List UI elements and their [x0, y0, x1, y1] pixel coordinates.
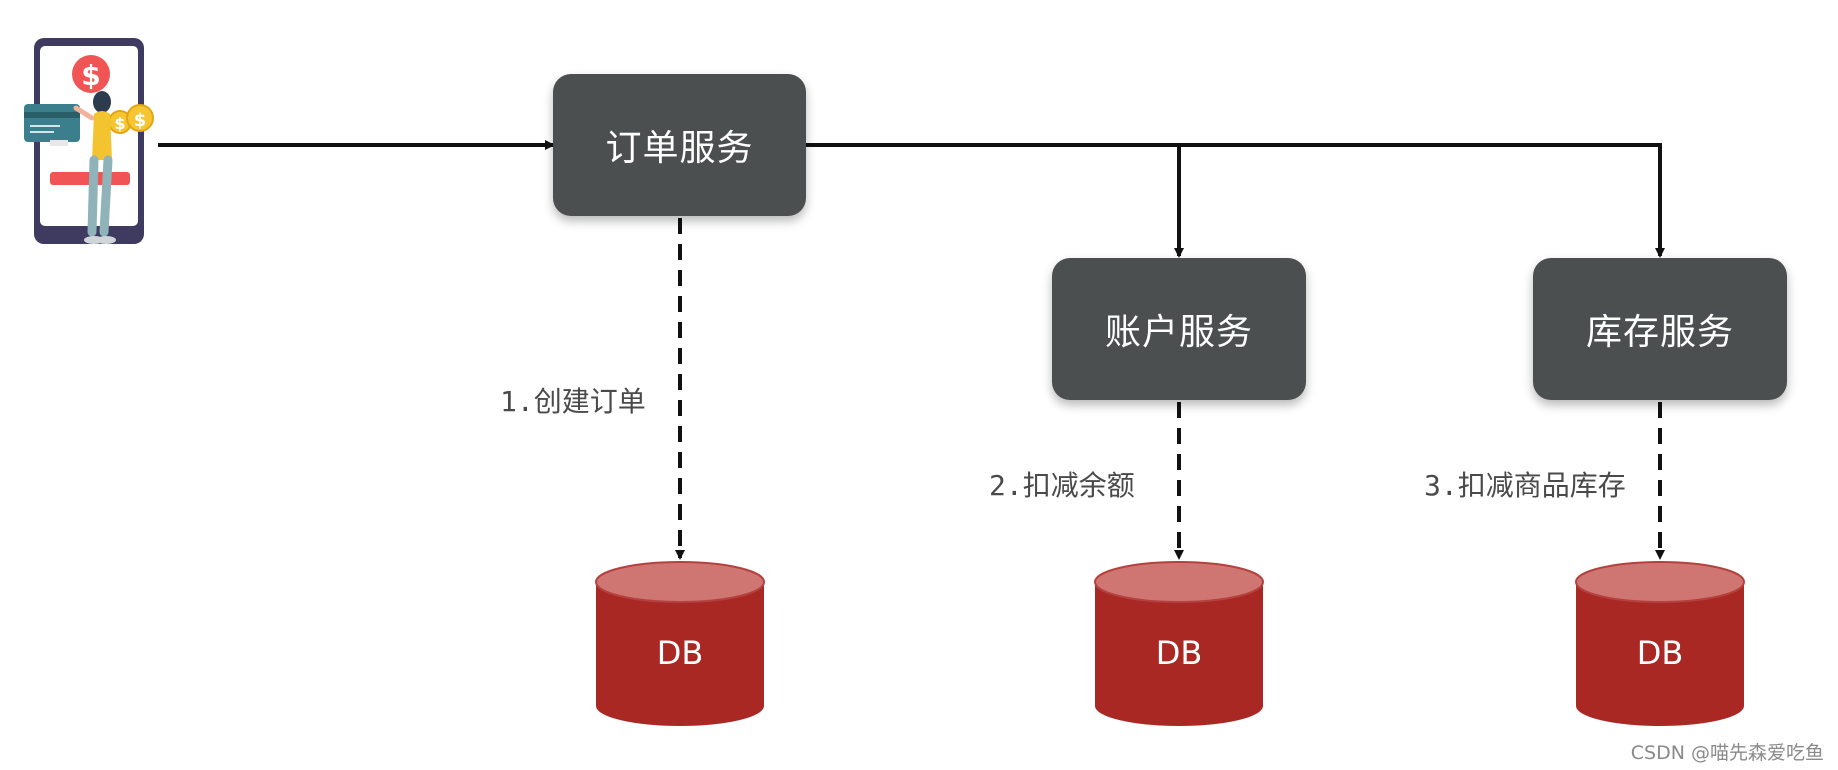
person-illustration	[73, 91, 116, 244]
step-deduct-balance-label: 2.扣减余额	[983, 464, 1141, 504]
order-service-label: 订单服务	[605, 128, 754, 169]
order-db-label: DB	[656, 634, 704, 672]
inventory-service-box: 库存服务	[1533, 258, 1787, 400]
order-service-box: 订单服务	[553, 74, 806, 216]
svg-text:$: $	[81, 59, 100, 92]
watermark-text: CSDN @喵先森爱吃鱼	[1630, 742, 1824, 764]
phone-payment-illustration-icon: $ $ $	[24, 38, 154, 244]
order-database-icon: DB	[592, 560, 768, 728]
step-create-order-label: 1.创建订单	[494, 380, 652, 420]
dollar-coin-icon: $ $	[108, 104, 154, 134]
account-db-label: DB	[1155, 634, 1203, 672]
step-deduct-stock-label: 3.扣减商品库存	[1418, 464, 1632, 504]
svg-text:$: $	[134, 110, 147, 131]
svg-text:$: $	[114, 114, 125, 133]
account-database-icon: DB	[1091, 560, 1267, 728]
credit-card-icon	[24, 104, 80, 142]
inventory-service-label: 库存服务	[1585, 312, 1734, 353]
inventory-db-label: DB	[1636, 634, 1684, 672]
inventory-database-icon: DB	[1572, 560, 1748, 728]
dollar-badge-icon: $	[72, 55, 110, 93]
account-service-label: 账户服务	[1104, 312, 1253, 353]
account-service-box: 账户服务	[1052, 258, 1306, 400]
